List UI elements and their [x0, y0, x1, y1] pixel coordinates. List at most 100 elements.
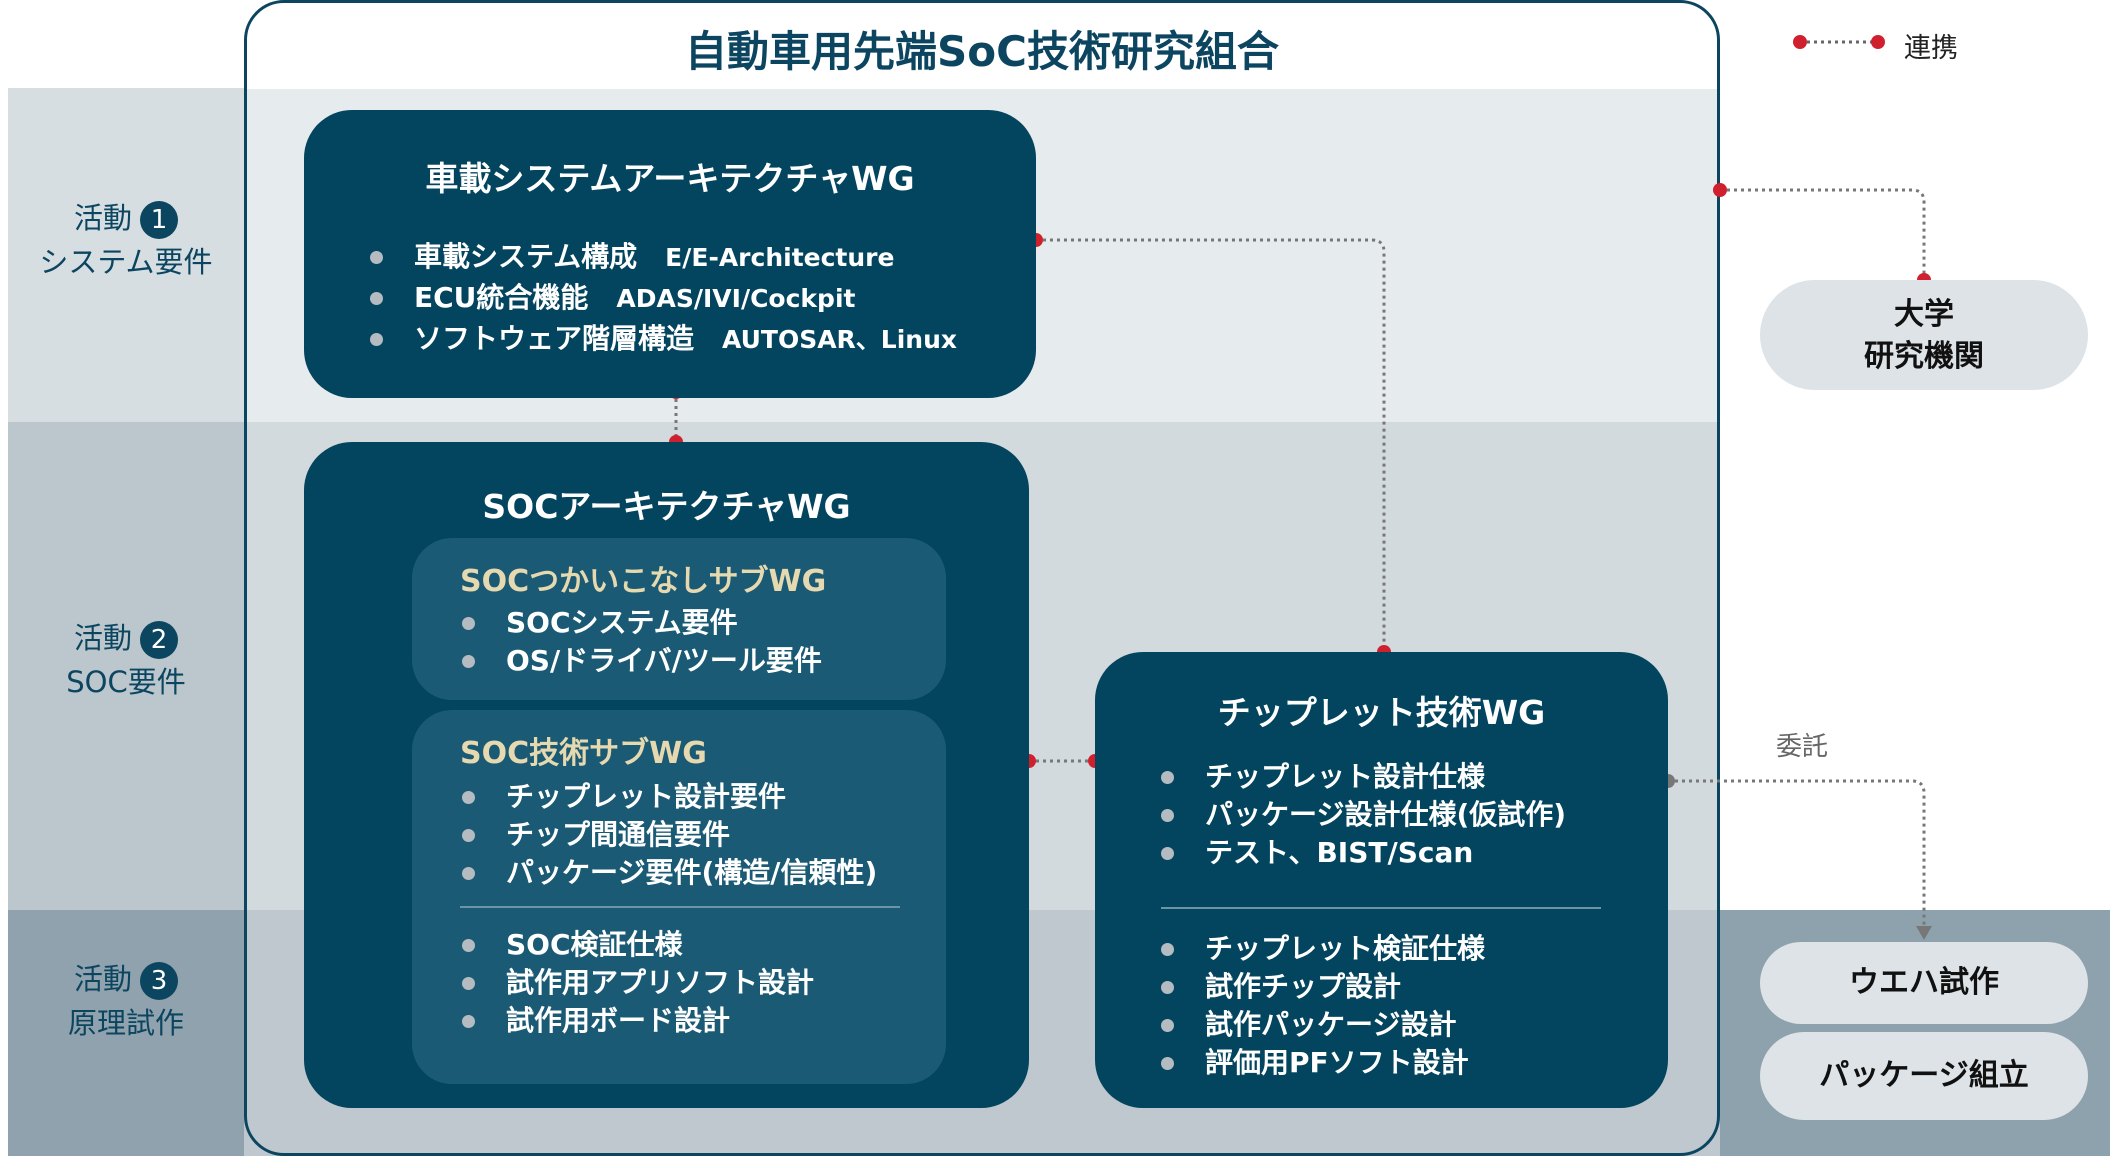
wg-vehicle-system-title: 車載システムアーキテクチャWG — [425, 159, 915, 198]
bullet-icon — [1161, 1019, 1174, 1032]
item-text: SOCシステム要件 — [506, 606, 738, 639]
consortium-header-bg — [247, 3, 1717, 89]
activity1-number-badge: 1 — [140, 201, 178, 239]
wg-soc-architecture: SOCアーキテクチャWG SOCつかいこなしサブWG SOCシステム要件 OS/… — [304, 442, 1029, 1108]
item-text: 評価用PFソフト設計 — [1205, 1046, 1469, 1079]
subwg-soc-tech: SOC技術サブWG チップレット設計要件 チップ間通信要件 パッケージ要件(構造… — [412, 710, 946, 1084]
activity1-title: 活動 — [73, 201, 132, 235]
activity3-label-area — [8, 910, 244, 1156]
activity3-number-badge: 3 — [140, 962, 178, 1000]
item-text: チップレット設計仕様 — [1205, 760, 1486, 793]
bullet-icon — [1161, 981, 1174, 994]
activity2-title: 活動 — [73, 621, 132, 655]
activity1-subtitle: システム要件 — [39, 245, 213, 279]
item-en: AUTOSAR、Linux — [722, 325, 958, 354]
item-text: チップレット検証仕様 — [1205, 932, 1486, 965]
list-item: SOC検証仕様 — [462, 926, 814, 964]
item-text: 試作チップ設計 — [1205, 970, 1402, 1003]
bullet-icon — [462, 791, 475, 804]
divider — [1161, 907, 1601, 909]
wafer-prototype: ウエハ試作 — [1760, 942, 2088, 1024]
bullet-icon — [462, 939, 475, 952]
item-text: チップレット設計要件 — [506, 780, 787, 813]
activity2-number-badge: 2 — [140, 621, 178, 659]
package-assembly: パッケージ組立 — [1760, 1032, 2088, 1120]
bullet-icon — [462, 977, 475, 990]
activity3-subtitle: 原理試作 — [67, 1006, 184, 1040]
bullet-icon — [462, 617, 475, 630]
item-text: OS/ドライバ/ツール要件 — [506, 644, 822, 677]
subwg-soc-tech-items2: SOC検証仕様 試作用アプリソフト設計 試作用ボード設計 — [462, 926, 814, 1040]
bullet-icon — [462, 867, 475, 880]
item-text: パッケージ設計仕様(仮試作) — [1205, 798, 1567, 831]
divider — [460, 906, 900, 908]
wg-chiplet-items: チップレット設計仕様 パッケージ設計仕様(仮試作) テスト、BIST/Scan — [1161, 758, 1566, 872]
bullet-icon — [370, 292, 383, 305]
subwg-soc-tech-items: チップレット設計要件 チップ間通信要件 パッケージ要件(構造/信頼性) — [462, 778, 877, 892]
wg-chiplet-items2: チップレット検証仕様 試作チップ設計 試作パッケージ設計 評価用PFソフト設計 — [1161, 930, 1485, 1082]
list-item: OS/ドライバ/ツール要件 — [462, 642, 822, 680]
list-item: チップレット設計要件 — [462, 778, 877, 816]
list-item: 試作チップ設計 — [1161, 968, 1485, 1006]
bullet-icon — [462, 829, 475, 842]
subwg-soc-tech-title: SOC技術サブWG — [460, 736, 707, 771]
item-text: SOC検証仕様 — [506, 928, 683, 961]
consortium-frame — [244, 0, 1720, 1156]
list-item: パッケージ要件(構造/信頼性) — [462, 854, 877, 892]
wg-vehicle-system-architecture: 車載システムアーキテクチャWG 車載システム構成 E/E-Architecture… — [304, 110, 1036, 398]
bullet-icon — [370, 333, 383, 346]
list-item: 試作用アプリソフト設計 — [462, 964, 814, 1002]
bullet-icon — [1161, 809, 1174, 822]
bullet-icon — [1161, 771, 1174, 784]
bullet-icon — [370, 251, 383, 264]
legend-connector-icon — [1793, 35, 1885, 49]
bullet-icon — [1161, 1057, 1174, 1070]
item-text: テスト、BIST/Scan — [1205, 836, 1474, 869]
activity2-subtitle: SOC要件 — [66, 665, 186, 699]
list-item: パッケージ設計仕様(仮試作) — [1161, 796, 1566, 834]
item-text: チップ間通信要件 — [506, 818, 731, 851]
list-item: チップレット設計仕様 — [1161, 758, 1566, 796]
item-ja: 車載システム構成 — [414, 240, 638, 273]
subwg-soc-usage-items: SOCシステム要件 OS/ドライバ/ツール要件 — [462, 604, 822, 680]
list-item: 評価用PFソフト設計 — [1161, 1044, 1485, 1082]
bullet-icon — [462, 1015, 475, 1028]
subwg-soc-usage: SOCつかいこなしサブWG SOCシステム要件 OS/ドライバ/ツール要件 — [412, 538, 946, 700]
activity1-label-area — [8, 88, 244, 422]
wg-chiplet-title: チップレット技術WG — [1217, 693, 1546, 732]
item-ja: ECU統合機能 — [414, 281, 589, 314]
item-text: パッケージ要件(構造/信頼性) — [506, 856, 878, 889]
bullet-icon — [1161, 847, 1174, 860]
item-en: ADAS/IVI/Cockpit — [616, 284, 856, 313]
list-item: SOCシステム要件 — [462, 604, 822, 642]
wg-soc-title: SOCアーキテクチャWG — [482, 487, 851, 526]
subwg-soc-usage-title: SOCつかいこなしサブWG — [460, 564, 827, 599]
item-en: E/E-Architecture — [665, 243, 895, 272]
list-item: 車載システム構成 E/E-Architecture — [370, 238, 957, 279]
bullet-icon — [462, 655, 475, 668]
list-item: チップ間通信要件 — [462, 816, 877, 854]
wg-vehicle-system-items: 車載システム構成 E/E-Architecture ECU統合機能 ADAS/IVI… — [370, 238, 957, 361]
activity3-title: 活動 — [73, 962, 132, 996]
list-item: 試作パッケージ設計 — [1161, 1006, 1485, 1044]
bullet-icon — [1161, 943, 1174, 956]
item-text: 試作用ボード設計 — [506, 1004, 731, 1037]
list-item: ECU統合機能 ADAS/IVI/Cockpit — [370, 279, 957, 320]
university-research-institutes: 大学 研究機関 — [1760, 280, 2088, 390]
list-item: テスト、BIST/Scan — [1161, 834, 1566, 872]
consortium-title: 自動車用先端SoC技術研究組合 — [685, 27, 1279, 76]
legend-label: 連携 — [1904, 33, 1958, 64]
item-text: 試作用アプリソフト設計 — [506, 966, 815, 999]
list-item: 試作用ボード設計 — [462, 1002, 814, 1040]
list-item: ソフトウェア階層構造 AUTOSAR、Linux — [370, 320, 957, 361]
university-line1: 大学 — [1894, 297, 1954, 332]
item-ja: ソフトウェア階層構造 — [414, 322, 695, 355]
item-text: 試作パッケージ設計 — [1205, 1008, 1457, 1041]
wg-chiplet-technology: チップレット技術WG チップレット設計仕様 パッケージ設計仕様(仮試作) テスト… — [1095, 652, 1668, 1108]
list-item: チップレット検証仕様 — [1161, 930, 1485, 968]
university-line2: 研究機関 — [1864, 339, 1984, 374]
activity2-label-area — [8, 422, 244, 910]
itaku-label: 委託 — [1776, 732, 1829, 762]
